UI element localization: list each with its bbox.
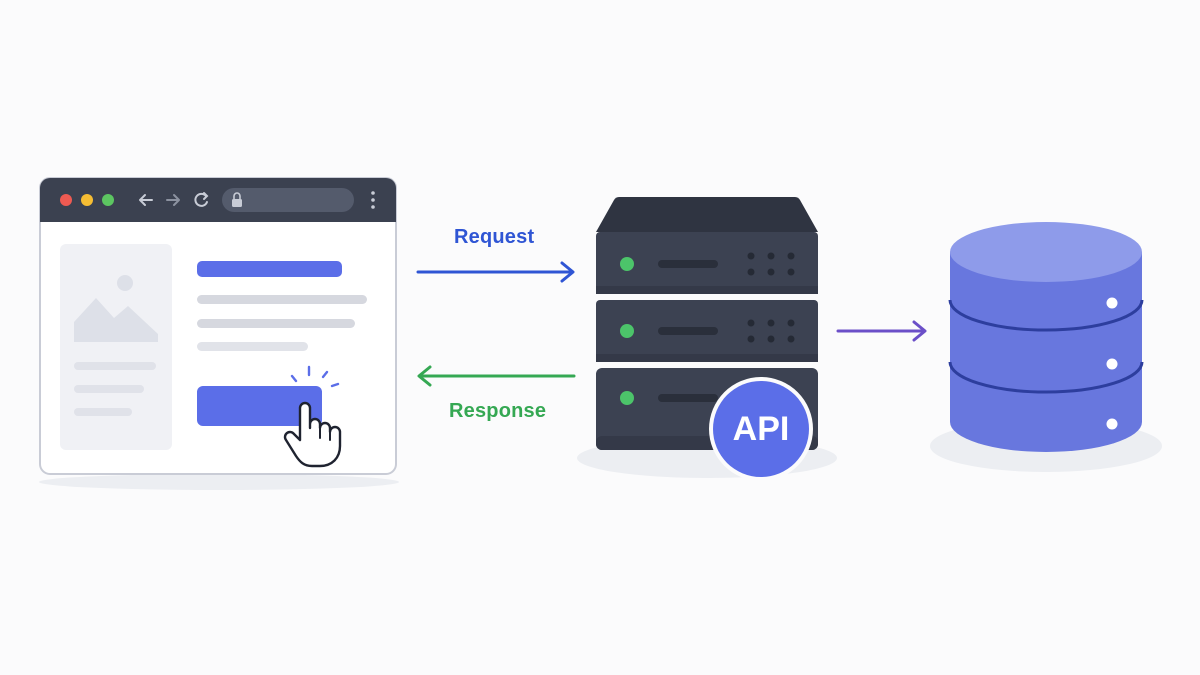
request-arrow [416, 261, 575, 283]
close-dot-icon[interactable] [60, 194, 72, 206]
back-arrow-icon[interactable] [139, 194, 153, 206]
status-led [620, 391, 634, 405]
hand-pointer-icon [283, 401, 342, 468]
database-arrow [836, 320, 927, 342]
text-line [197, 342, 308, 351]
image-placeholder-icon [74, 275, 158, 342]
submit-button[interactable] [197, 386, 322, 426]
request-label: Request [454, 226, 535, 248]
click-burst-icon [290, 365, 340, 388]
kebab-menu-icon[interactable] [371, 191, 375, 209]
lock-icon [232, 192, 242, 207]
reload-icon[interactable] [194, 192, 209, 207]
browser-window [39, 177, 399, 490]
server-unit [596, 300, 818, 362]
text-line [74, 385, 144, 393]
status-led [620, 324, 634, 338]
server-top [596, 197, 818, 232]
database-led [1106, 418, 1118, 430]
text-line [74, 362, 156, 370]
maximize-dot-icon[interactable] [102, 194, 114, 206]
forward-arrow-icon[interactable] [166, 194, 180, 206]
database-top [950, 222, 1142, 282]
text-line [197, 295, 367, 304]
api-badge-label: API [732, 409, 790, 448]
text-line [197, 319, 355, 328]
database-led [1106, 358, 1118, 370]
database-icon [930, 222, 1162, 472]
minimize-dot-icon[interactable] [81, 194, 93, 206]
text-line [74, 408, 132, 416]
server-unit [596, 232, 818, 294]
database-led [1106, 297, 1118, 309]
address-bar[interactable] [222, 188, 354, 212]
api-badge [713, 381, 809, 477]
heading-bar [197, 261, 342, 277]
response-arrow [417, 365, 576, 387]
image-card [60, 244, 172, 450]
api-server [577, 197, 837, 481]
status-led [620, 257, 634, 271]
response-label: Response [449, 400, 547, 422]
